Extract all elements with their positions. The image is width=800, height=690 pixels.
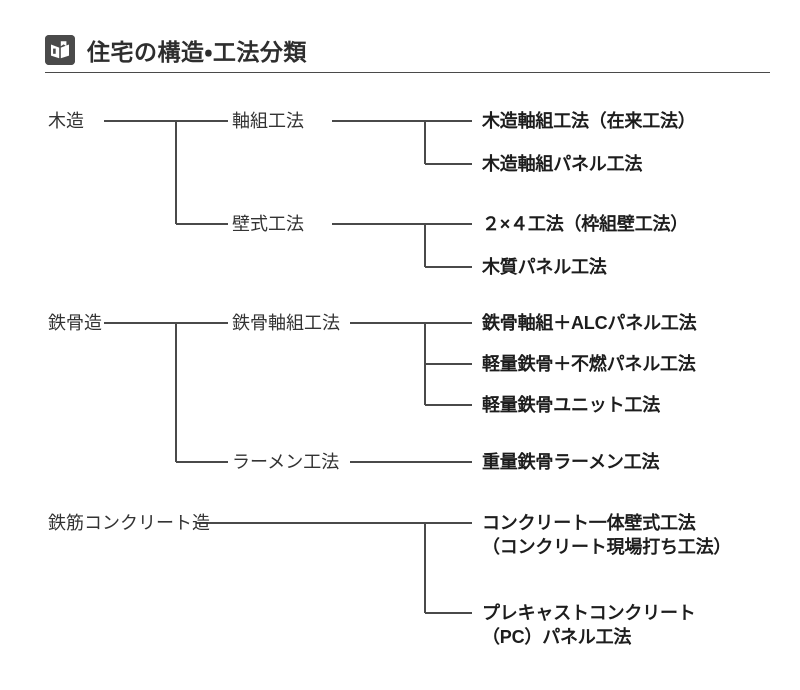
leaf-heavy-steel-rahmen[interactable]: 重量鉄骨ラーメン工法	[482, 452, 660, 472]
leaf-steel-frame-alc-panel[interactable]: 鉄骨軸組＋ALCパネル工法	[482, 313, 697, 333]
leaf-wood-panel[interactable]: 木質パネル工法	[482, 257, 607, 277]
node-rahmen[interactable]: ラーメン工法	[232, 452, 340, 472]
node-reinforced-concrete[interactable]: 鉄筋コンクリート造	[48, 513, 210, 533]
node-wood[interactable]: 木造	[48, 111, 84, 131]
page-title: 住宅の構造・工法分類	[87, 39, 307, 65]
leaf-concrete-monolithic-wall[interactable]: コンクリート一体壁式工法 （コンクリート現場打ち工法）	[482, 512, 731, 560]
header-divider	[45, 72, 770, 73]
node-jikugumi[interactable]: 軸組工法	[232, 111, 304, 131]
leaf-light-steel-noncombustible-panel[interactable]: 軽量鉄骨＋不燃パネル工法	[482, 354, 696, 374]
leaf-two-by-four[interactable]: ２×４工法（枠組壁工法）	[482, 214, 689, 234]
leaf-wood-frame-conventional[interactable]: 木造軸組工法（在来工法）	[482, 111, 696, 131]
book-icon	[45, 35, 75, 65]
node-steel[interactable]: 鉄骨造	[48, 313, 102, 333]
leaf-wood-frame-panel[interactable]: 木造軸組パネル工法	[482, 154, 643, 174]
node-steel-jikugumi[interactable]: 鉄骨軸組工法	[232, 313, 340, 333]
leaf-precast-concrete-panel[interactable]: プレキャストコンクリート （PC）パネル工法	[482, 602, 696, 650]
leaf-light-steel-unit[interactable]: 軽量鉄骨ユニット工法	[482, 395, 660, 415]
node-kabeshiki[interactable]: 壁式工法	[232, 214, 304, 234]
leaf-concrete-monolithic-wall-line2: （コンクリート現場打ち工法）	[482, 536, 732, 557]
header-row: 住宅の構造・工法分類	[45, 30, 770, 70]
leaf-concrete-monolithic-wall-line1: コンクリート一体壁式工法	[482, 513, 696, 533]
leaf-precast-concrete-panel-line2: （PC）パネル工法	[482, 626, 632, 647]
leaf-precast-concrete-panel-line1: プレキャストコンクリート	[482, 603, 696, 623]
page-header: 住宅の構造・工法分類	[45, 30, 770, 74]
